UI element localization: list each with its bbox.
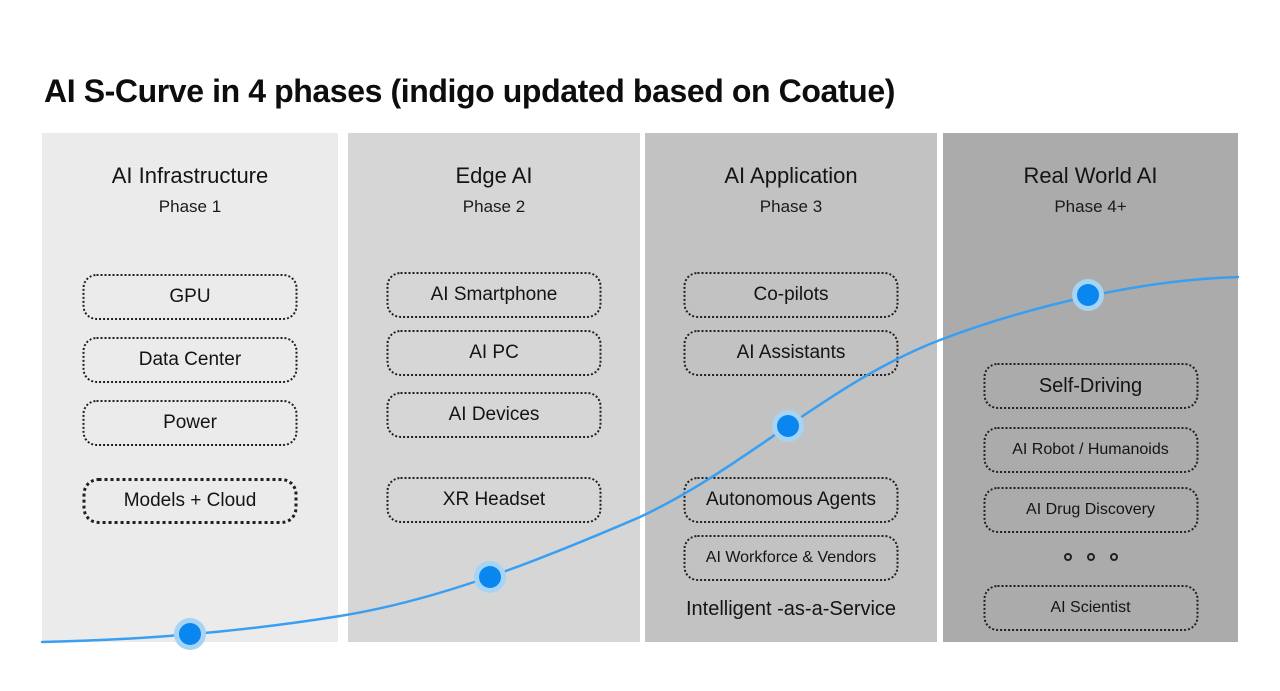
page-title: AI S-Curve in 4 phases (indigo updated b… [44,73,895,110]
column-real-world-ai: Real World AI Phase 4+ Self-Driving AI R… [943,133,1238,642]
column-phase: Phase 2 [462,197,526,216]
item-box-power: Power [82,400,298,446]
column-ai-application: AI Application Phase 3 Co-pilots AI Assi… [645,133,937,642]
column-phase: Phase 4+ [1054,197,1127,216]
item-box-ai-pc: AI PC [386,330,602,376]
column-title: Edge AI [455,163,533,188]
item-box-xr-headset: XR Headset [386,477,602,523]
ellipsis-dots-icon [943,553,1238,561]
column-phase: Phase 1 [158,197,222,216]
column-ai-infrastructure: AI Infrastructure Phase 1 GPU Data Cente… [42,133,338,642]
item-box-self-driving: Self-Driving [983,363,1198,409]
item-box-ai-scientist: AI Scientist [983,585,1198,631]
column-edge-ai: Edge AI Phase 2 AI Smartphone AI PC AI D… [348,133,640,642]
column-title: AI Infrastructure [111,163,269,188]
item-box-ai-devices: AI Devices [386,392,602,438]
item-box-gpu: GPU [82,274,298,320]
item-box-ai-drug-discovery: AI Drug Discovery [983,487,1198,533]
intelligent-as-a-service-label: Intelligent -as-a-Service [685,598,897,620]
column-phase: Phase 3 [759,197,823,216]
item-box-data-center: Data Center [82,337,298,383]
item-box-ai-smartphone: AI Smartphone [386,272,602,318]
item-box-ai-robot-humanoids: AI Robot / Humanoids [983,427,1198,473]
column-title: Real World AI [1023,163,1158,188]
item-box-co-pilots: Co-pilots [683,272,899,318]
item-box-ai-workforce-vendors: AI Workforce & Vendors [683,535,899,581]
item-box-autonomous-agents: Autonomous Agents [683,477,899,523]
column-title: AI Application [724,163,858,188]
item-box-models-cloud: Models + Cloud [82,478,298,524]
item-box-ai-assistants: AI Assistants [683,330,899,376]
